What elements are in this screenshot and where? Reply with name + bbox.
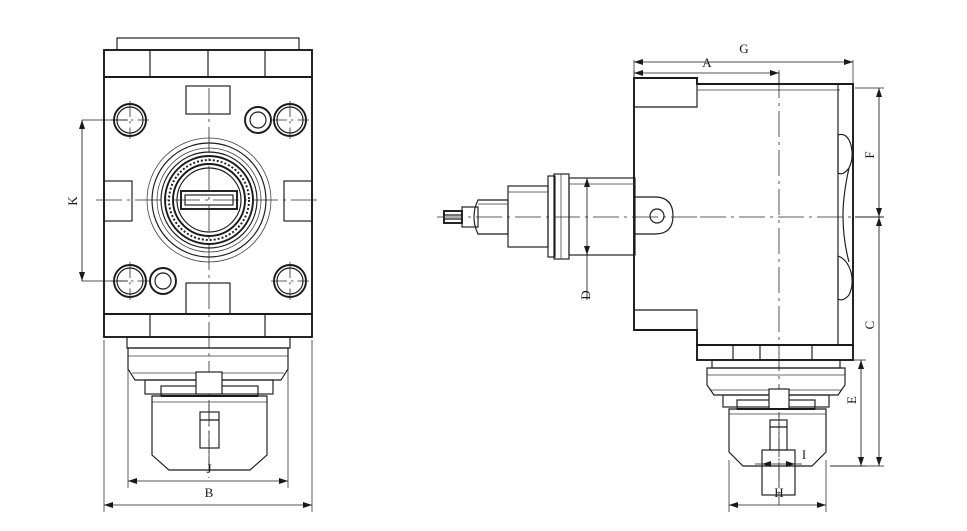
side-view: G A F C [437, 41, 884, 512]
dimension-I: I [755, 447, 806, 478]
bolt-hole-top-right [271, 101, 309, 139]
front-locating-holes [149, 106, 272, 295]
dimension-H: H [728, 460, 827, 512]
dimension-label-B: B [205, 485, 214, 500]
dimension-label-A: A [702, 55, 712, 70]
dimension-label-G: G [739, 41, 748, 56]
dimension-label-F: F [862, 151, 877, 158]
side-mounting-lug [634, 196, 674, 235]
dimension-label-H: H [774, 485, 783, 500]
locating-hole-top-right [244, 106, 272, 134]
bolt-hole-bottom-right [271, 262, 309, 300]
dimension-label-C: C [862, 321, 877, 330]
dimension-B: B [103, 340, 313, 512]
dimension-J: J [127, 352, 289, 488]
dimension-label-E: E [844, 396, 859, 404]
dimension-label-J: J [206, 461, 211, 476]
front-view: K J B [65, 37, 322, 512]
locating-hole-bottom-left [149, 267, 177, 295]
dimension-E: E [830, 359, 866, 467]
dimension-C: C [830, 216, 884, 467]
front-taper-shank [151, 395, 268, 478]
dimension-label-K: K [65, 196, 80, 206]
dimension-label-I: I [802, 447, 806, 462]
side-oval-slots [837, 133, 853, 301]
side-spindle-nose [437, 173, 700, 260]
dimension-K: K [65, 119, 128, 282]
dimension-label-D: D [578, 290, 593, 299]
dimension-A: A [633, 55, 780, 86]
dimension-D: D [578, 178, 593, 300]
